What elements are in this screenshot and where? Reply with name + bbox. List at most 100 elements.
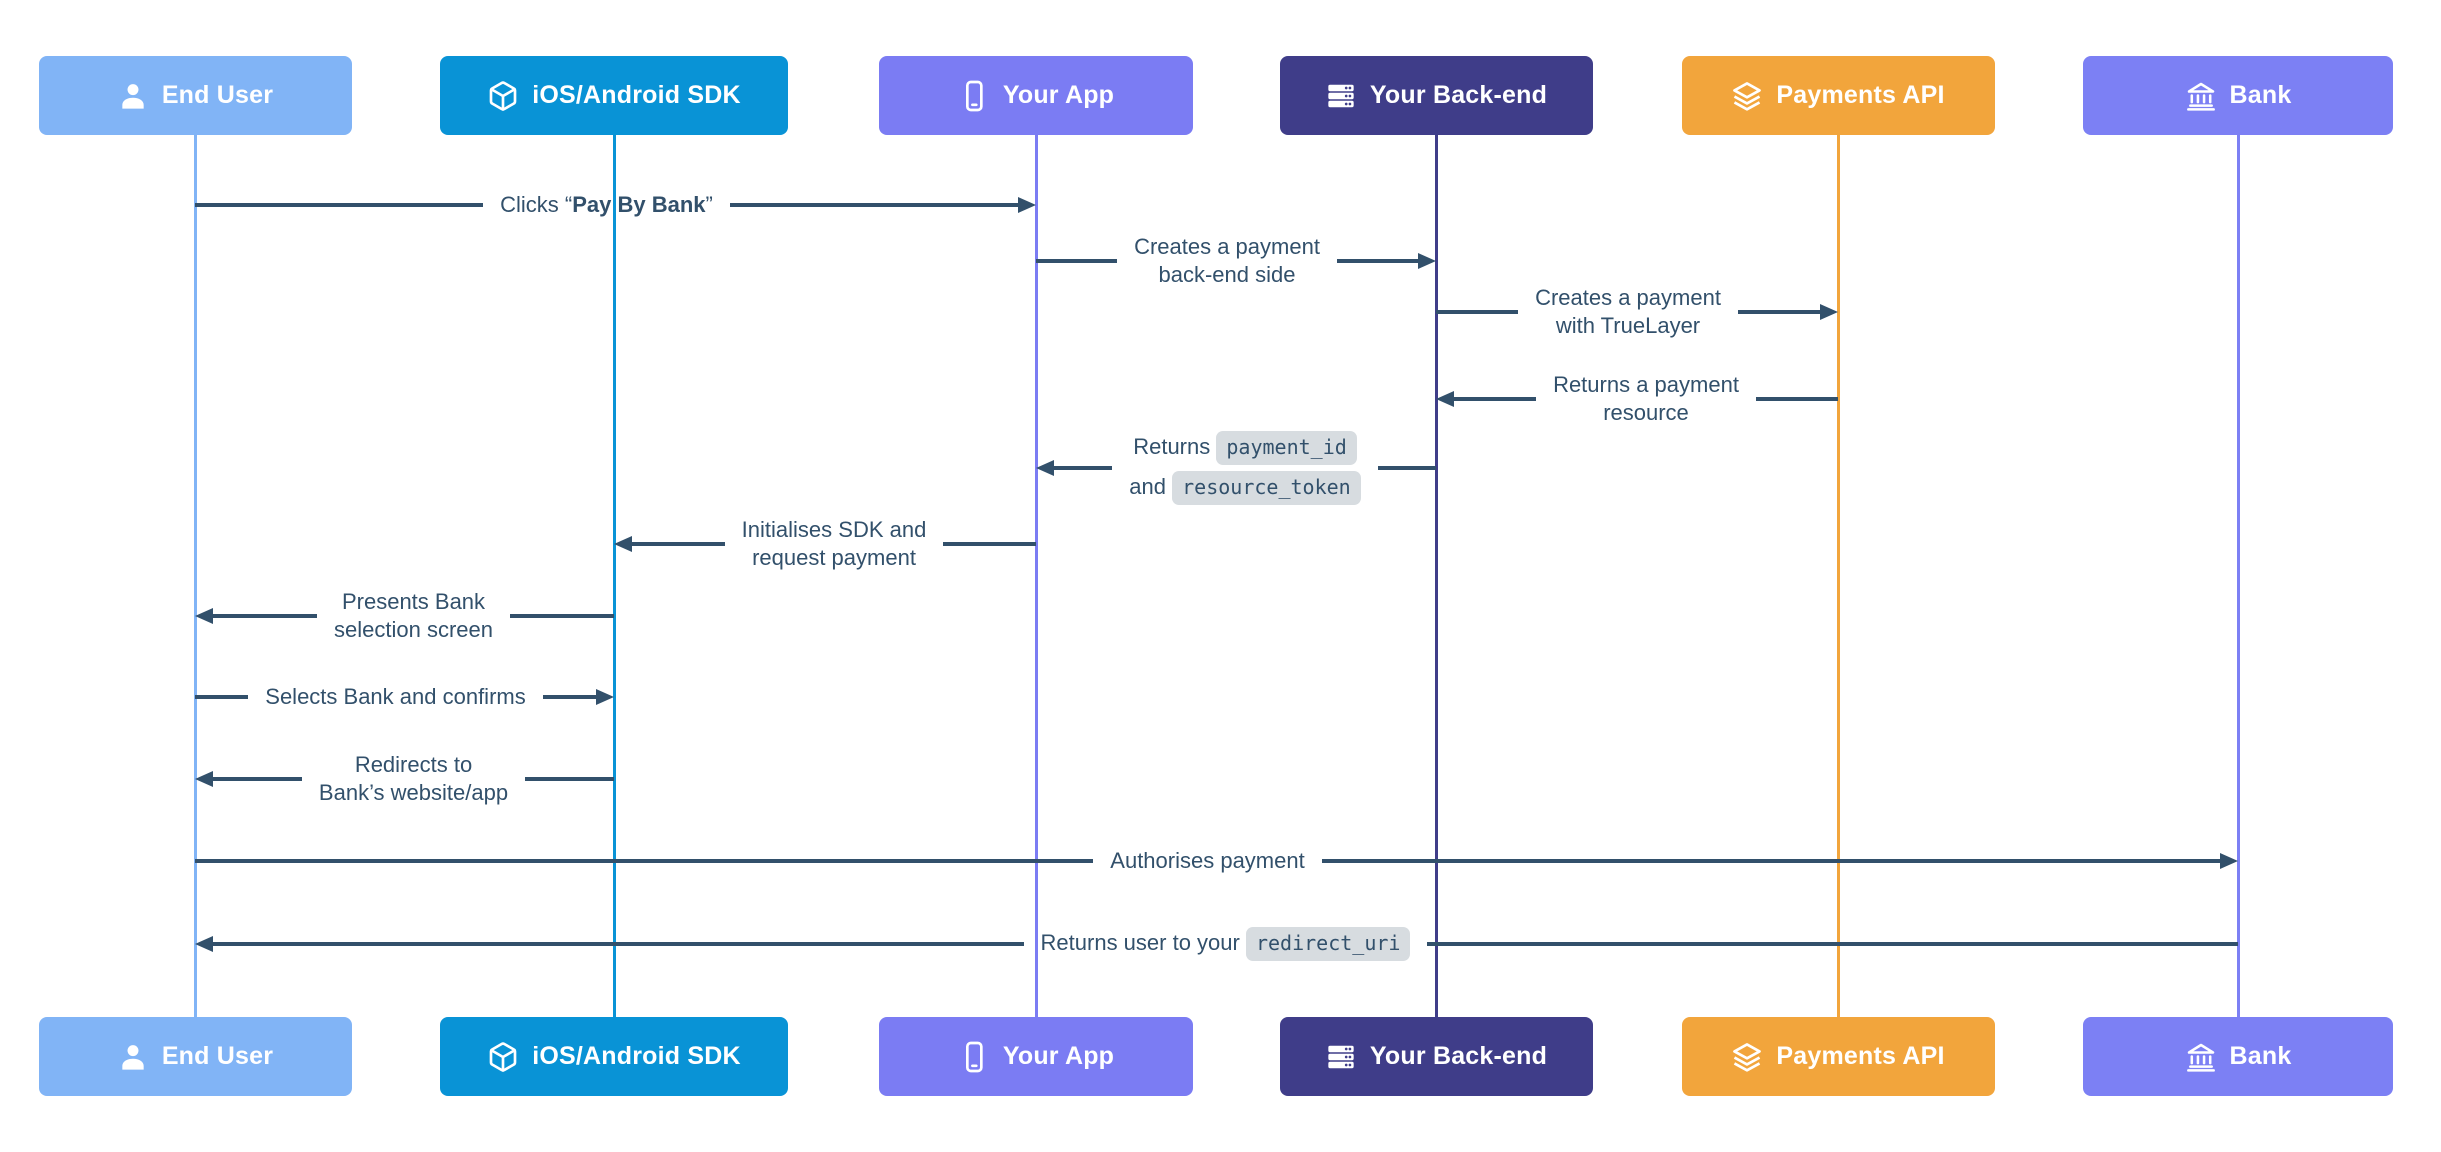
message-text: Returns <box>1133 434 1217 459</box>
actor-label: Your Back-end <box>1369 81 1548 109</box>
lifeline-your-app <box>1034 135 1038 1017</box>
message-text: Returns user to your <box>1040 930 1246 955</box>
message-text: back-end side <box>1158 262 1296 287</box>
bank-icon <box>2186 1043 2215 1072</box>
cube-icon <box>489 80 517 111</box>
message-text: Authorises payment <box>1110 848 1305 873</box>
message-label-line: Selects Bank and confirms <box>265 683 525 711</box>
message-text: and <box>1129 474 1173 499</box>
arrow-line <box>729 203 1019 207</box>
message-text: Bank’s website/app <box>318 780 509 805</box>
message-label-line: selection screen <box>334 616 493 644</box>
arrowhead-icon <box>1436 391 1454 407</box>
arrow-line <box>632 542 725 546</box>
actor-your-app-bottom: Your App <box>879 1017 1193 1096</box>
arrowhead-icon <box>1018 197 1037 213</box>
message-8-end-user-to-sdk: Selects Bank and confirms <box>195 683 614 711</box>
message-7-sdk-to-end-user: Presents Bank selection screen <box>195 588 615 644</box>
arrowhead-icon <box>1036 460 1054 476</box>
arrow-line <box>1321 859 2220 863</box>
message-label-line: request payment <box>742 544 927 572</box>
actor-label: Bank <box>2229 1042 2292 1070</box>
message-label: Selects Bank and confirms <box>248 683 542 711</box>
arrow-line <box>195 695 249 699</box>
phone-icon <box>965 1041 983 1072</box>
message-text: Clicks “ <box>500 192 573 217</box>
arrow-line <box>542 695 596 699</box>
actor-label: Your App <box>1002 81 1115 109</box>
actor-label: End User <box>161 81 274 109</box>
server-icon <box>1328 84 1354 107</box>
lifeline-end-user <box>193 135 197 1017</box>
arrowhead-icon <box>195 608 213 624</box>
message-label-line: back-end side <box>1134 261 1320 289</box>
message-label: Clicks “Pay By Bank” <box>483 191 730 219</box>
message-11-bank-to-end-user: Returns user to your redirect_uri <box>195 924 2238 964</box>
arrow-line <box>213 777 302 781</box>
actor-sdk-bottom: iOS/Android SDK <box>440 1017 788 1096</box>
message-label: Redirects to Bank’s website/app <box>302 751 525 807</box>
lifeline-sdk <box>612 135 616 1017</box>
message-text: selection screen <box>334 617 493 642</box>
actor-payments-api-top: Payments API <box>1681 56 1995 135</box>
arrow-line <box>1054 466 1113 470</box>
message-label-line: Clicks “Pay By Bank” <box>500 191 713 219</box>
message-text: resource <box>1603 400 1689 425</box>
arrow-line <box>1377 466 1436 470</box>
arrowhead-icon <box>614 536 632 552</box>
arrowhead-icon <box>2220 853 2238 869</box>
arrow-line <box>510 614 615 618</box>
code-chip: resource_token <box>1172 471 1361 505</box>
message-label-line: Returns a payment <box>1553 371 1739 399</box>
message-text: Selects Bank and confirms <box>265 684 526 709</box>
actor-label: Your App <box>1002 1042 1115 1070</box>
arrow-line <box>943 542 1036 546</box>
arrowhead-icon <box>596 689 614 705</box>
arrowhead-icon <box>195 771 213 787</box>
arrow-line <box>1436 310 1519 314</box>
actor-back-end-bottom: Your Back-end <box>1279 1017 1593 1096</box>
message-label-line: Authorises payment <box>1110 847 1304 875</box>
user-icon <box>122 1044 144 1070</box>
actor-bank-bottom: Bank <box>2083 1017 2393 1096</box>
message-text: Presents Bank <box>341 589 486 614</box>
actor-payments-api-bottom: Payments API <box>1681 1017 1995 1096</box>
message-label-line: Redirects to <box>319 751 508 779</box>
actor-label: Bank <box>2229 81 2292 109</box>
message-10-end-user-to-bank: Authorises payment <box>195 847 2238 875</box>
arrow-line <box>1336 259 1418 263</box>
actor-end-user-bottom: End User <box>38 1017 352 1096</box>
message-text: ” <box>705 192 713 217</box>
message-label-line: Creates a payment <box>1134 233 1320 261</box>
message-label-line: and resource_token <box>1129 468 1361 508</box>
message-text: with TrueLayer <box>1555 313 1701 338</box>
actor-sdk-top: iOS/Android SDK <box>440 56 788 135</box>
arrowhead-icon <box>195 936 213 952</box>
arrow-line <box>1737 310 1820 314</box>
user-icon <box>122 83 144 109</box>
arrow-line <box>1036 259 1118 263</box>
message-label: Returns user to your redirect_uri <box>1024 924 1428 964</box>
actor-bank-top: Bank <box>2083 56 2393 135</box>
arrow-line <box>1427 942 2238 946</box>
arrow-line <box>213 614 318 618</box>
lifeline-payments-api <box>1836 135 1840 1017</box>
layers-icon <box>1733 1042 1762 1072</box>
arrow-line <box>1755 397 1838 401</box>
lifeline-bank <box>2236 135 2240 1017</box>
message-1-end-user-to-your-app: Clicks “Pay By Bank” <box>195 191 1037 219</box>
message-text: Redirects to <box>354 752 473 777</box>
arrow-line <box>195 203 484 207</box>
arrow-line <box>1454 397 1537 401</box>
